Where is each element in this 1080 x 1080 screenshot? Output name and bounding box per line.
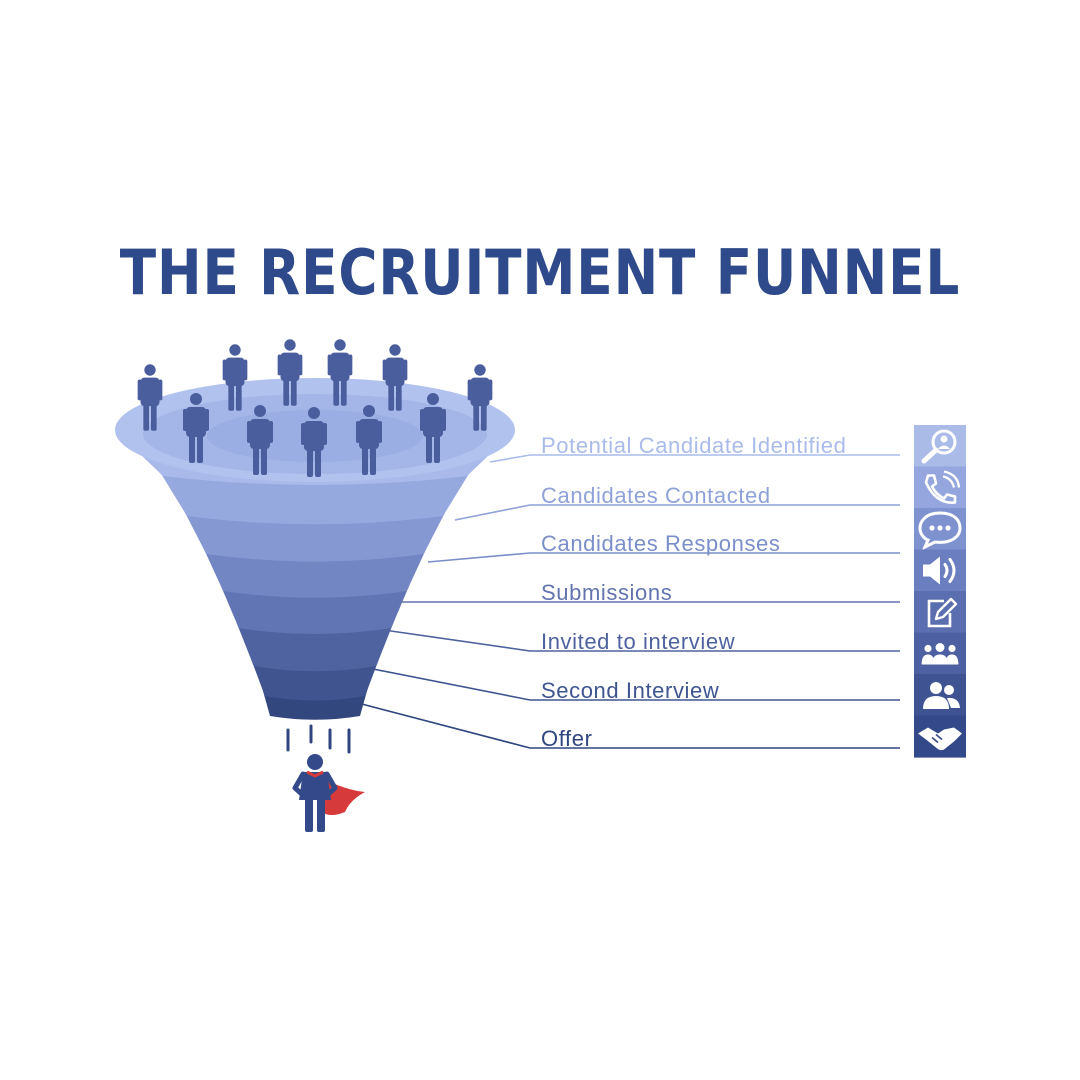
edit-note-icon: [914, 591, 966, 634]
leader-line: [357, 702, 900, 749]
hired-candidate-hero: [292, 754, 365, 832]
handshake-icon: [914, 715, 966, 758]
stage-icon-panel: [914, 425, 966, 758]
chat-bubble-icon: [914, 508, 966, 551]
funnel-band: [251, 660, 379, 701]
stage-leader-lines: [357, 454, 900, 749]
stage-label: Offer: [541, 726, 593, 751]
megaphone-icon: [914, 549, 966, 592]
page-title: THE RECRUITMENT FUNNEL: [119, 236, 961, 309]
stage-label: Submissions: [541, 580, 672, 605]
person-icon: [183, 393, 209, 463]
person-icon: [327, 339, 353, 406]
funnel-band: [236, 622, 394, 672]
leader-line: [383, 629, 900, 652]
stage-label: Invited to interview: [541, 629, 735, 654]
group-icon: [914, 632, 966, 675]
person-icon: [420, 393, 446, 463]
leader-line: [454, 504, 900, 521]
phone-icon: [914, 466, 966, 509]
motion-lines: [286, 724, 351, 754]
leader-line: [489, 454, 900, 463]
stage-label: Potential Candidate Identified: [541, 433, 846, 458]
candidate-crowd: [137, 339, 493, 477]
stage-label: Candidates Responses: [541, 531, 780, 556]
person-icon: [467, 364, 493, 431]
two-people-icon: [914, 674, 966, 717]
person-icon: [301, 407, 327, 477]
hero-person-icon: [292, 754, 338, 832]
search-user-icon: [914, 425, 966, 468]
stage-labels: Potential Candidate IdentifiedCandidates…: [541, 433, 846, 751]
funnel-band: [158, 470, 472, 525]
person-icon: [382, 344, 408, 411]
person-icon: [137, 364, 163, 431]
person-icon: [247, 405, 273, 475]
funnel-band: [220, 585, 410, 634]
funnel-band: [183, 510, 447, 562]
person-icon: [356, 405, 382, 475]
person-icon: [277, 339, 303, 406]
leader-line: [367, 667, 900, 701]
stage-label: Second Interview: [541, 678, 719, 703]
funnel-band: [203, 548, 427, 598]
leader-line: [427, 552, 900, 563]
person-icon: [222, 344, 248, 411]
stage-label: Candidates Contacted: [541, 483, 771, 508]
